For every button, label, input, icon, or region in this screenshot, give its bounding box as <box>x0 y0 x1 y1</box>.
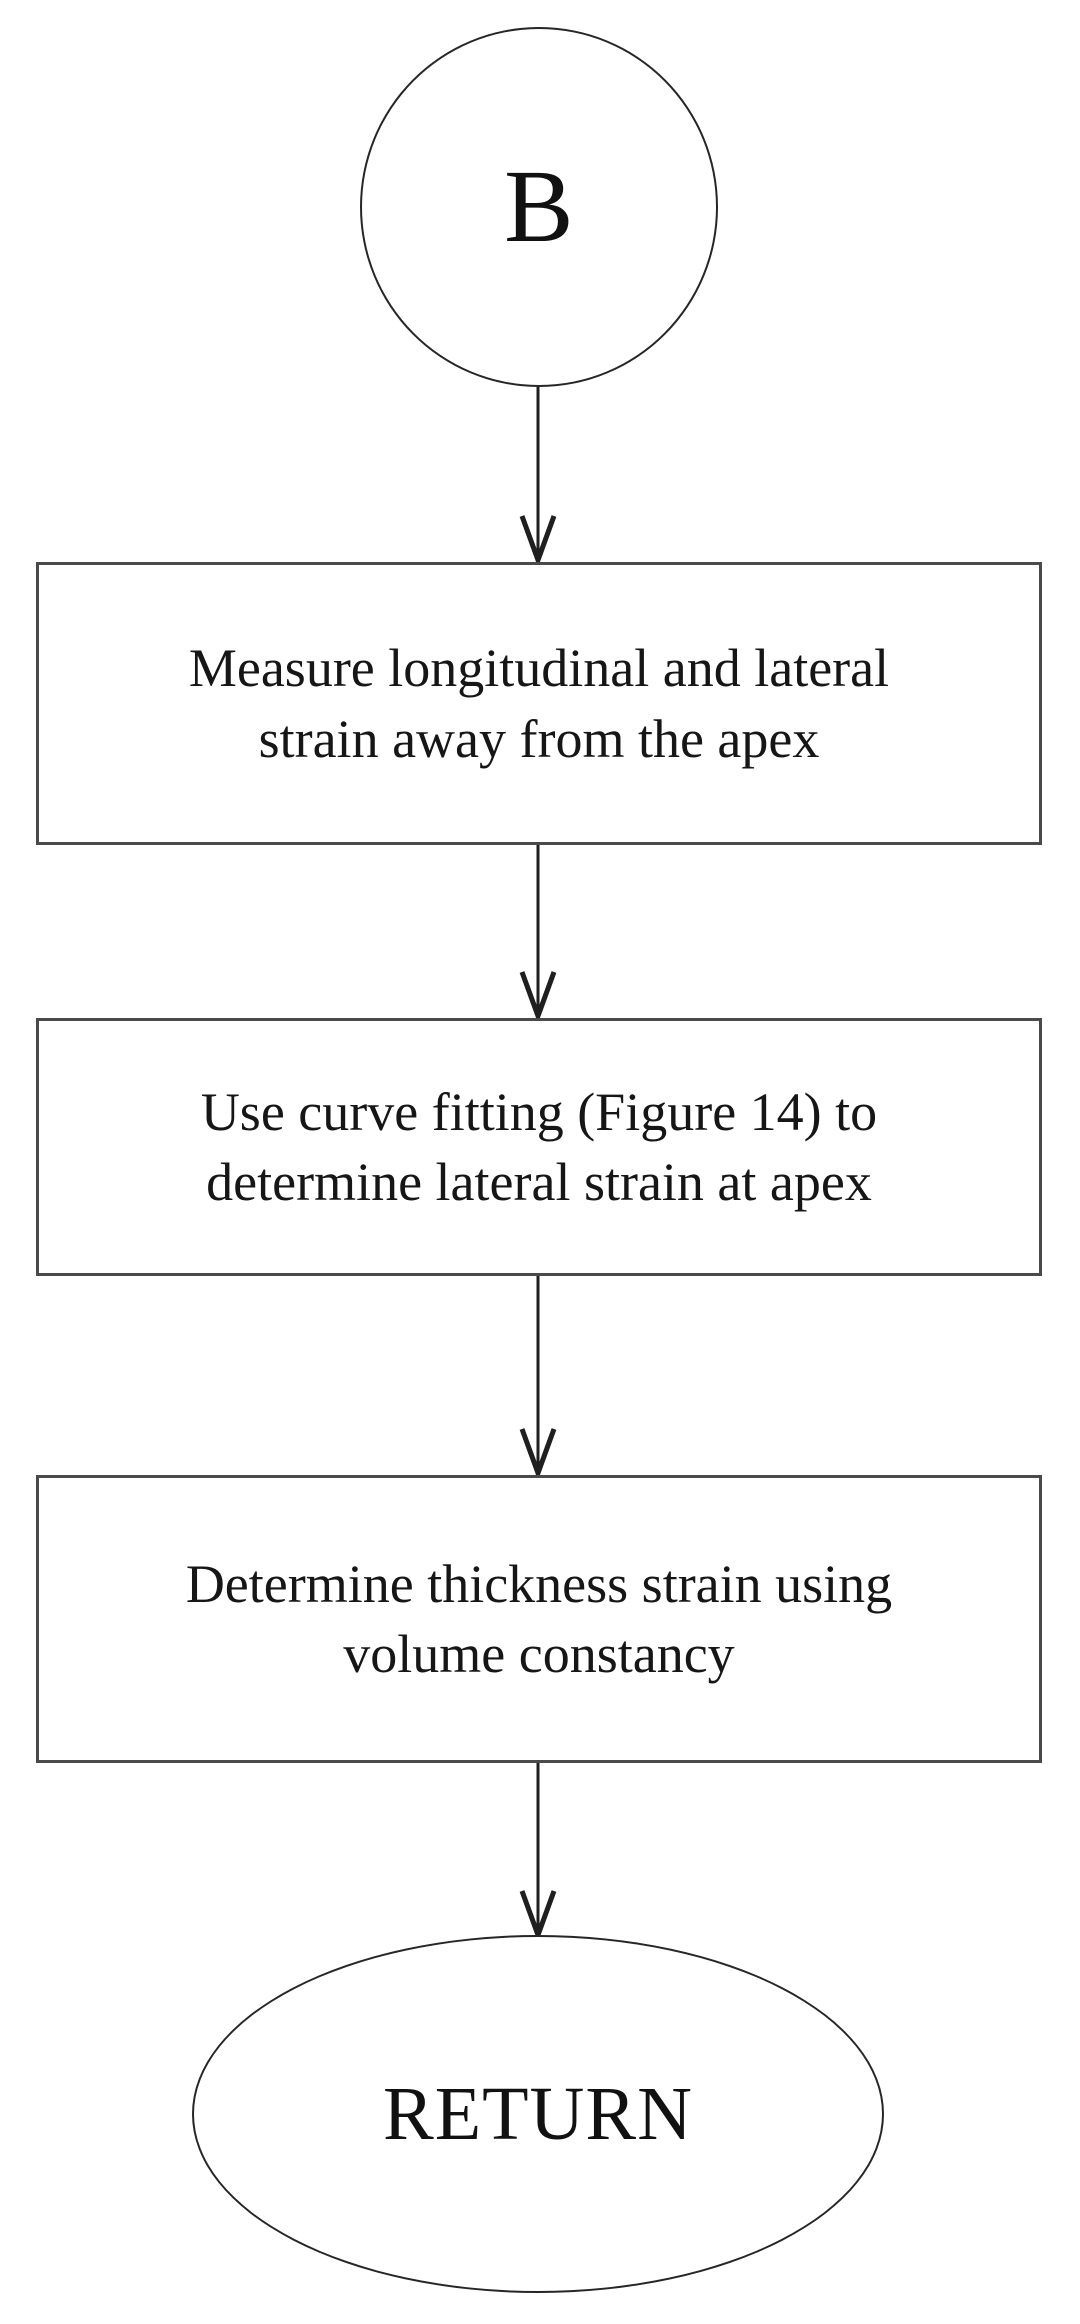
terminator-node-return-label: RETURN <box>383 2072 693 2156</box>
process-node-thickness-strain[interactable]: Determine thickness strain using volume … <box>36 1475 1042 1763</box>
process-node-curve-fitting-label: Use curve fitting (Figure 14) to determi… <box>200 1081 878 1212</box>
terminator-node-return[interactable]: RETURN <box>192 1935 884 2293</box>
connector-node-b-label: B <box>504 149 574 264</box>
process-node-measure-strain[interactable]: Measure longitudinal and lateral strain … <box>36 562 1042 845</box>
process-node-thickness-strain-label: Determine thickness strain using volume … <box>185 1553 893 1684</box>
connector-node-b[interactable]: B <box>360 27 718 387</box>
process-node-curve-fitting[interactable]: Use curve fitting (Figure 14) to determi… <box>36 1018 1042 1276</box>
process-node-measure-strain-label: Measure longitudinal and lateral strain … <box>188 638 890 769</box>
